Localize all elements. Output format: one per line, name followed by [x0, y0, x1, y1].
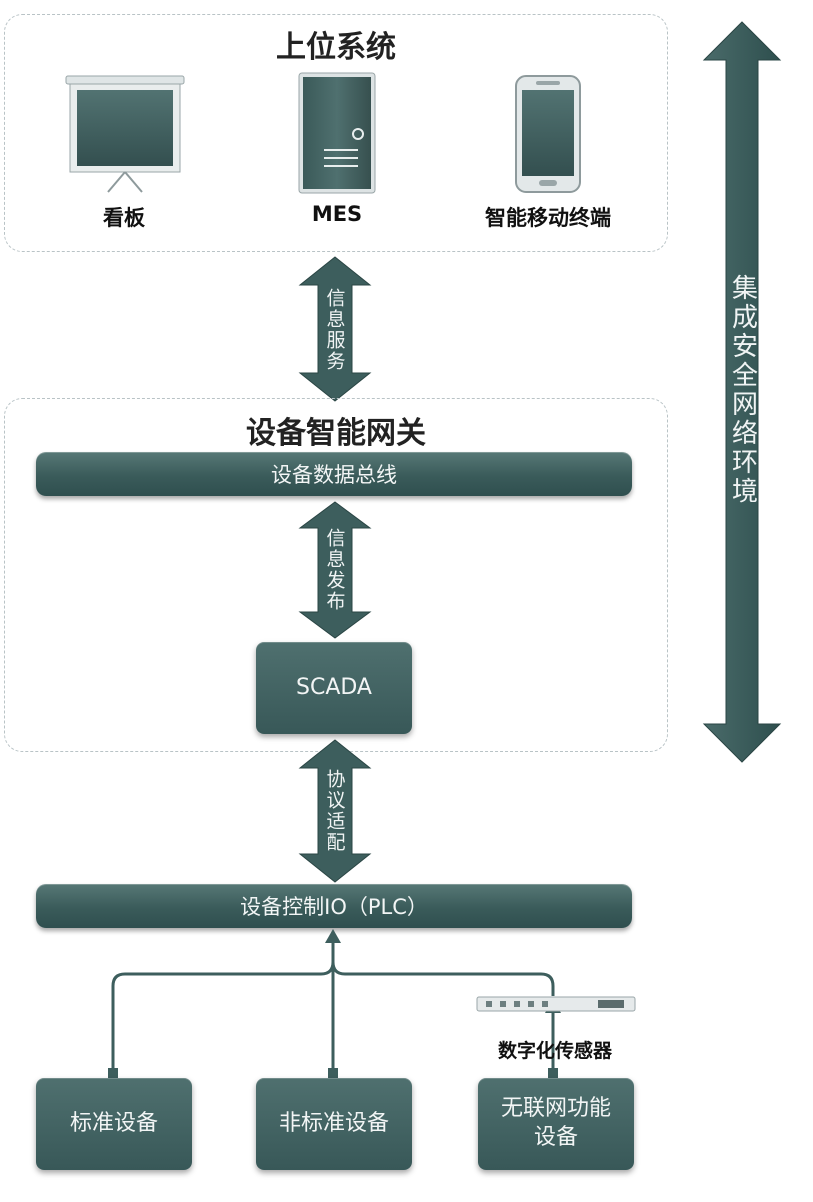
protocol-adapt-arrow	[298, 739, 372, 883]
info-publish-arrow	[298, 501, 372, 639]
digital-sensor-icon	[476, 996, 636, 1012]
gateway-title: 设备智能网关	[246, 416, 426, 451]
server-tower-icon	[298, 72, 376, 194]
upper-system-region	[4, 14, 668, 252]
info-service-label: 信息服务	[323, 288, 346, 372]
projector-screen-icon	[65, 75, 185, 193]
upper-system-title: 上位系统	[276, 30, 396, 65]
network-environment-label: 集成安全网络环境	[727, 274, 758, 506]
scada-box: SCADA	[256, 642, 412, 734]
board-label: 看板	[103, 206, 145, 230]
mes-label: MES	[311, 202, 363, 226]
info-publish-label: 信息发布	[323, 528, 346, 612]
info-service-arrow	[298, 256, 372, 402]
protocol-adapt-label: 协议适配	[323, 769, 346, 853]
smartphone-icon	[515, 75, 581, 193]
mobile-terminal-label: 智能移动终端	[485, 206, 611, 230]
network-environment-arrow	[702, 21, 782, 763]
digital-sensor-label: 数字化传感器	[497, 1040, 612, 1062]
nonstandard-device-box: 非标准设备	[256, 1078, 412, 1170]
no-network-device-box: 无联网功能设备	[478, 1078, 634, 1170]
plc-control-bar: 设备控制IO（PLC）	[36, 884, 632, 928]
device-data-bus: 设备数据总线	[36, 452, 632, 496]
standard-device-box: 标准设备	[36, 1078, 192, 1170]
